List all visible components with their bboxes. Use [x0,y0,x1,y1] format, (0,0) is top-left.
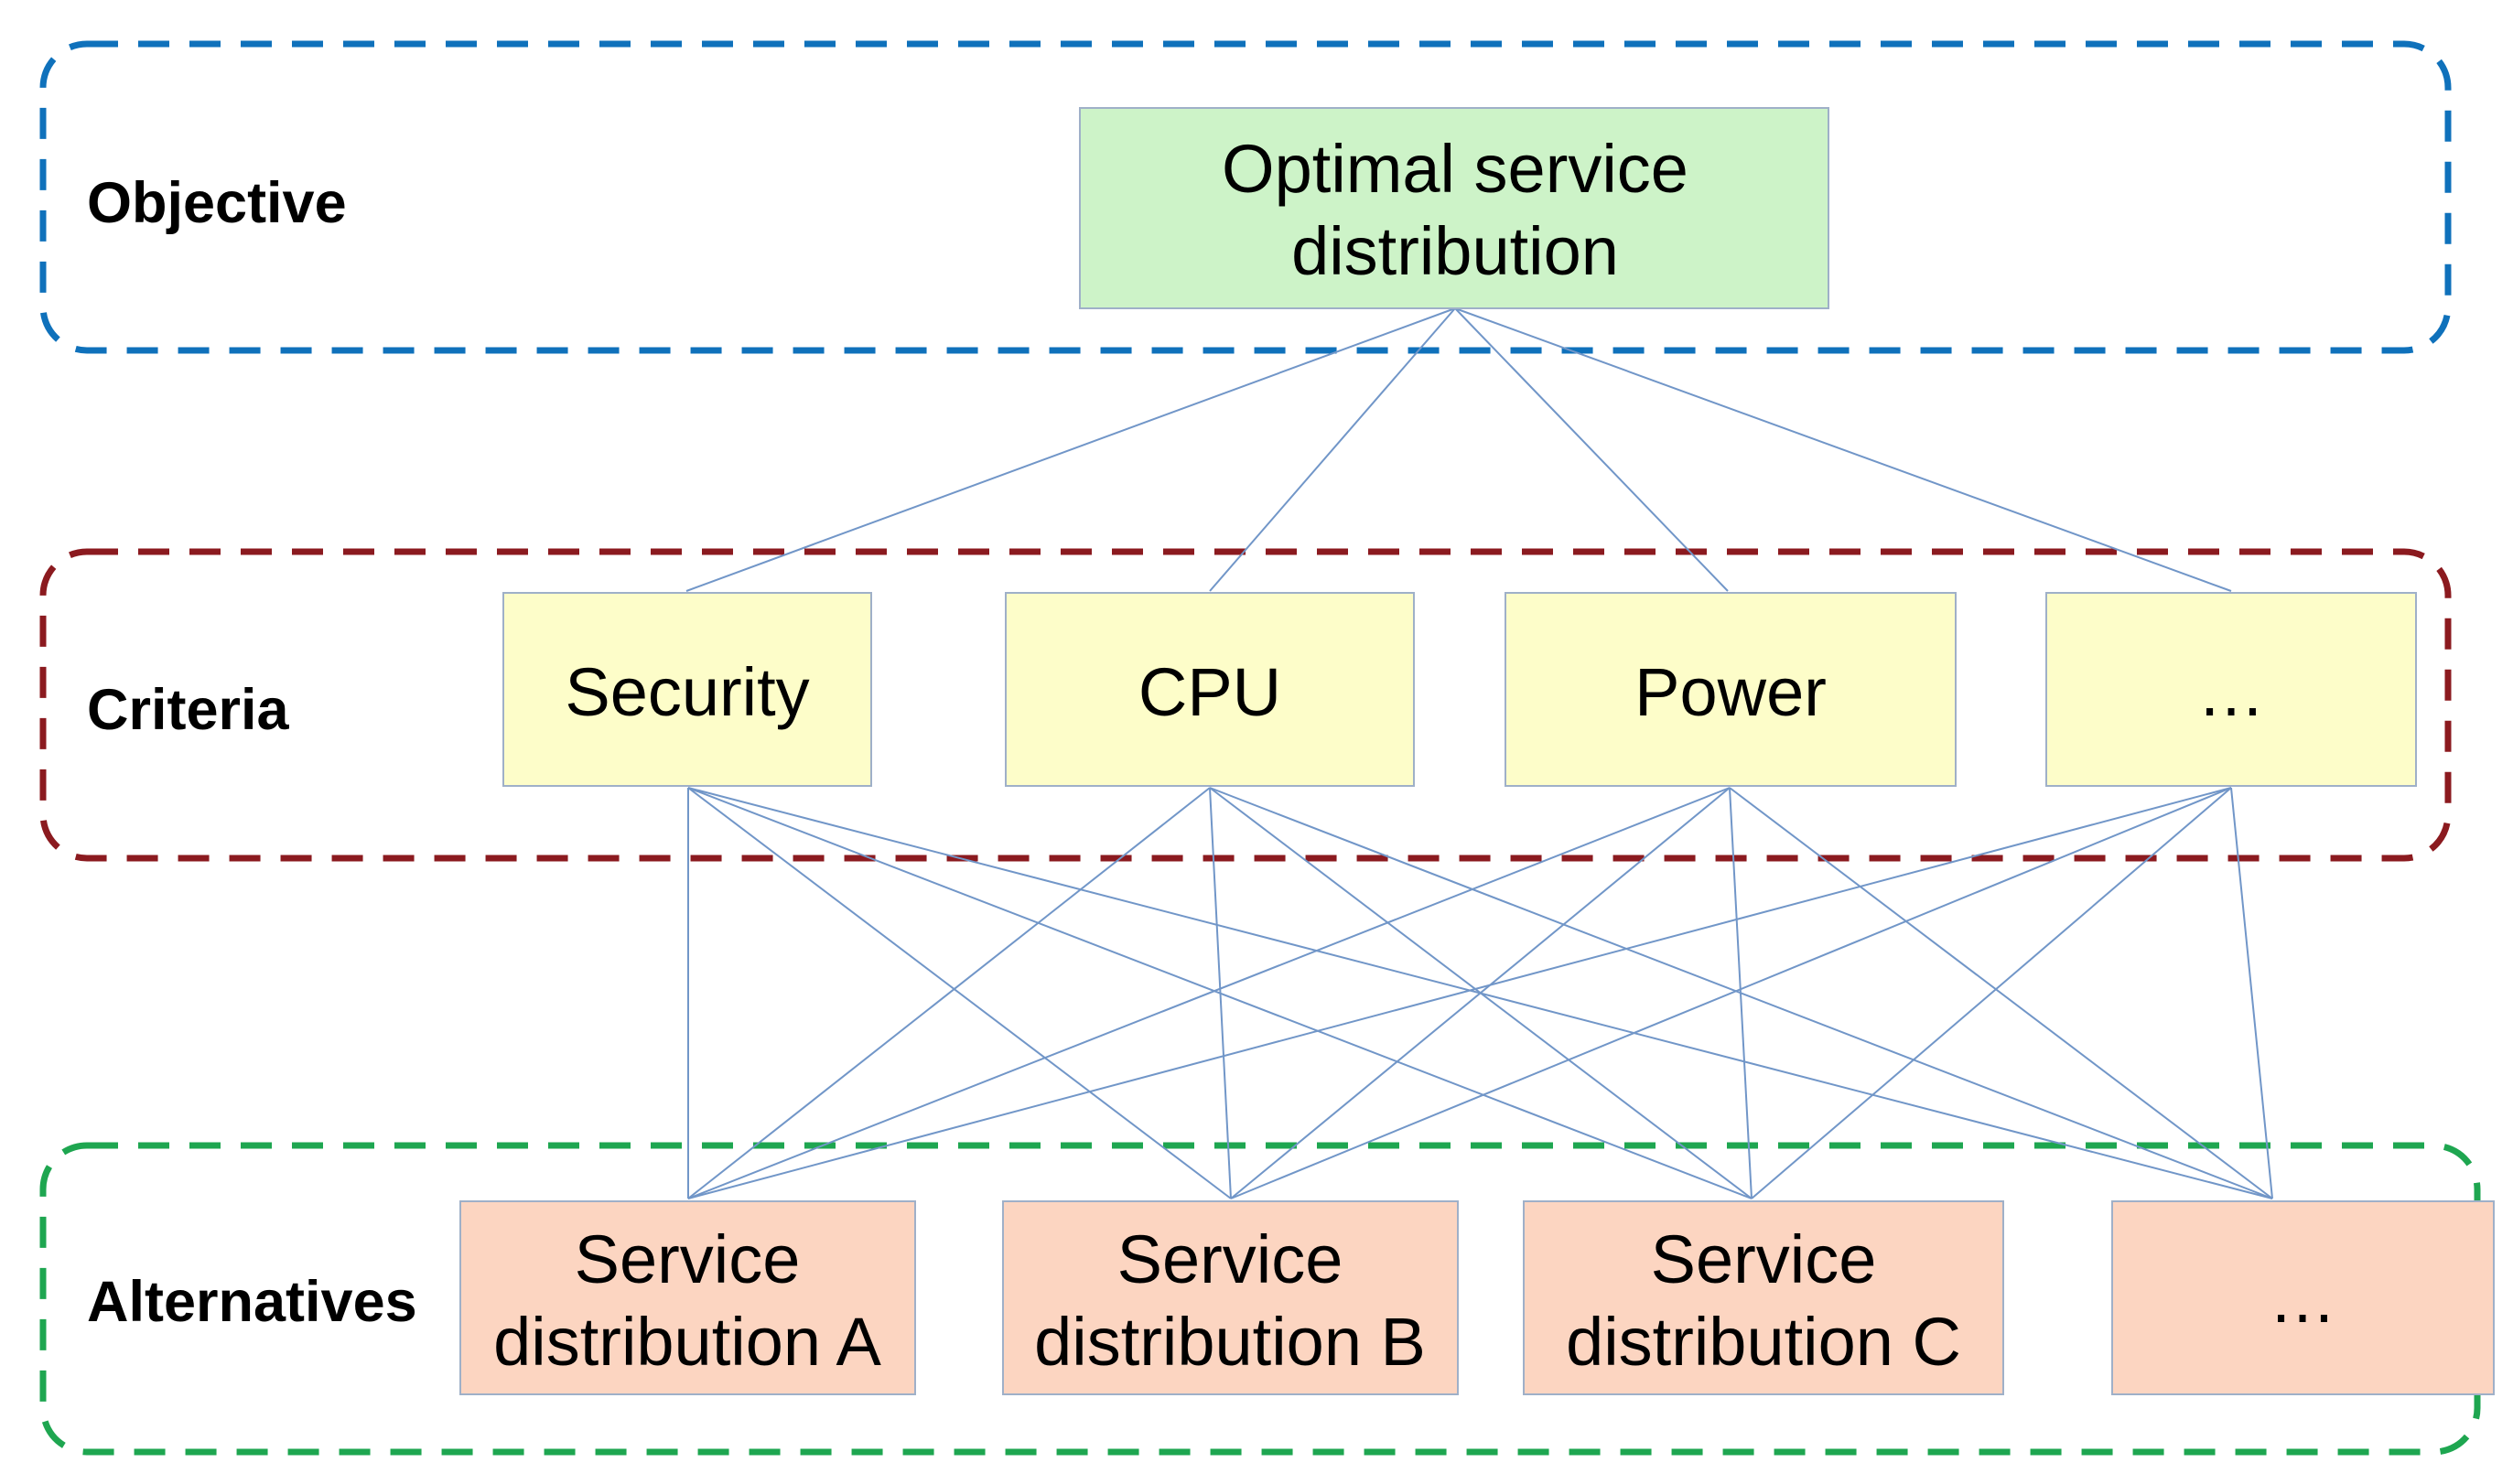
criteria-level-frame [39,548,2452,862]
objective-to-criteria-connectors [685,307,2232,592]
criteria-box-more [2045,592,2417,787]
connector-security-b [687,787,1232,1199]
alternative-label-more: … [2269,1261,2336,1337]
criteria-label-security: Security [565,654,809,730]
criteria-label-more: … [2197,654,2265,730]
connector-power-more [1729,787,2273,1199]
alternative-node-more: … [2111,1200,2495,1395]
connector-objective-cpu [1209,307,1456,592]
objective-level-frame [39,40,2452,354]
objective-node: Optimal service distribution [1079,107,1829,309]
connector-cpu-a [687,787,1211,1199]
criteria-label-cpu: CPU [1138,654,1281,730]
connector-power-b [1230,787,1731,1199]
criteria-node-security: Security [502,592,872,787]
objective-text-line-2: distribution [1291,213,1619,289]
objective-box [1079,107,1829,309]
alternative-node-b: Service distribution B [1002,1200,1459,1395]
criteria-node-cpu: CPU [1005,592,1415,787]
criteria-box-security [502,592,872,787]
objective-text-line-1: Optimal service [1222,131,1688,207]
criteria-box-cpu [1005,592,1415,787]
criteria-box-power [1505,592,1957,787]
alternative-a-text-line-2: distribution A [493,1304,881,1380]
connector-more-b [1230,787,2232,1199]
connector-objective-security [685,307,1456,592]
alternative-c-text-line-1: Service [1651,1221,1877,1297]
criteria-to-alternatives-connectors [687,787,2273,1199]
connector-objective-more [1454,307,2232,592]
connector-power-a [687,787,1731,1199]
alternative-c-text-line-2: distribution C [1566,1304,1961,1380]
connector-cpu-b [1209,787,1232,1199]
criteria-node-more: … [2045,592,2417,787]
alternative-node-c: Service distribution C [1523,1200,2004,1395]
objective-level-label: Objective [87,171,347,235]
connector-objective-power [1454,307,1729,592]
connector-more-more [2230,787,2273,1199]
connector-power-c [1729,787,1753,1199]
alternative-box-b [1002,1200,1459,1395]
alternatives-level-label: Alternatives [87,1270,417,1334]
alternative-node-a: Service distribution A [459,1200,916,1395]
alternative-box-more [2111,1200,2495,1395]
alternative-b-text-line-2: distribution B [1034,1304,1426,1380]
alternative-box-a [459,1200,916,1395]
criteria-node-power: Power [1505,592,1957,787]
criteria-label-power: Power [1634,654,1827,730]
alternative-b-text-line-1: Service [1117,1221,1343,1297]
criteria-level-label: Criteria [87,678,290,742]
alternative-a-text-line-1: Service [575,1221,801,1297]
alternative-box-c [1523,1200,2004,1395]
connector-more-a [687,787,2232,1199]
connector-more-c [1751,787,2232,1199]
